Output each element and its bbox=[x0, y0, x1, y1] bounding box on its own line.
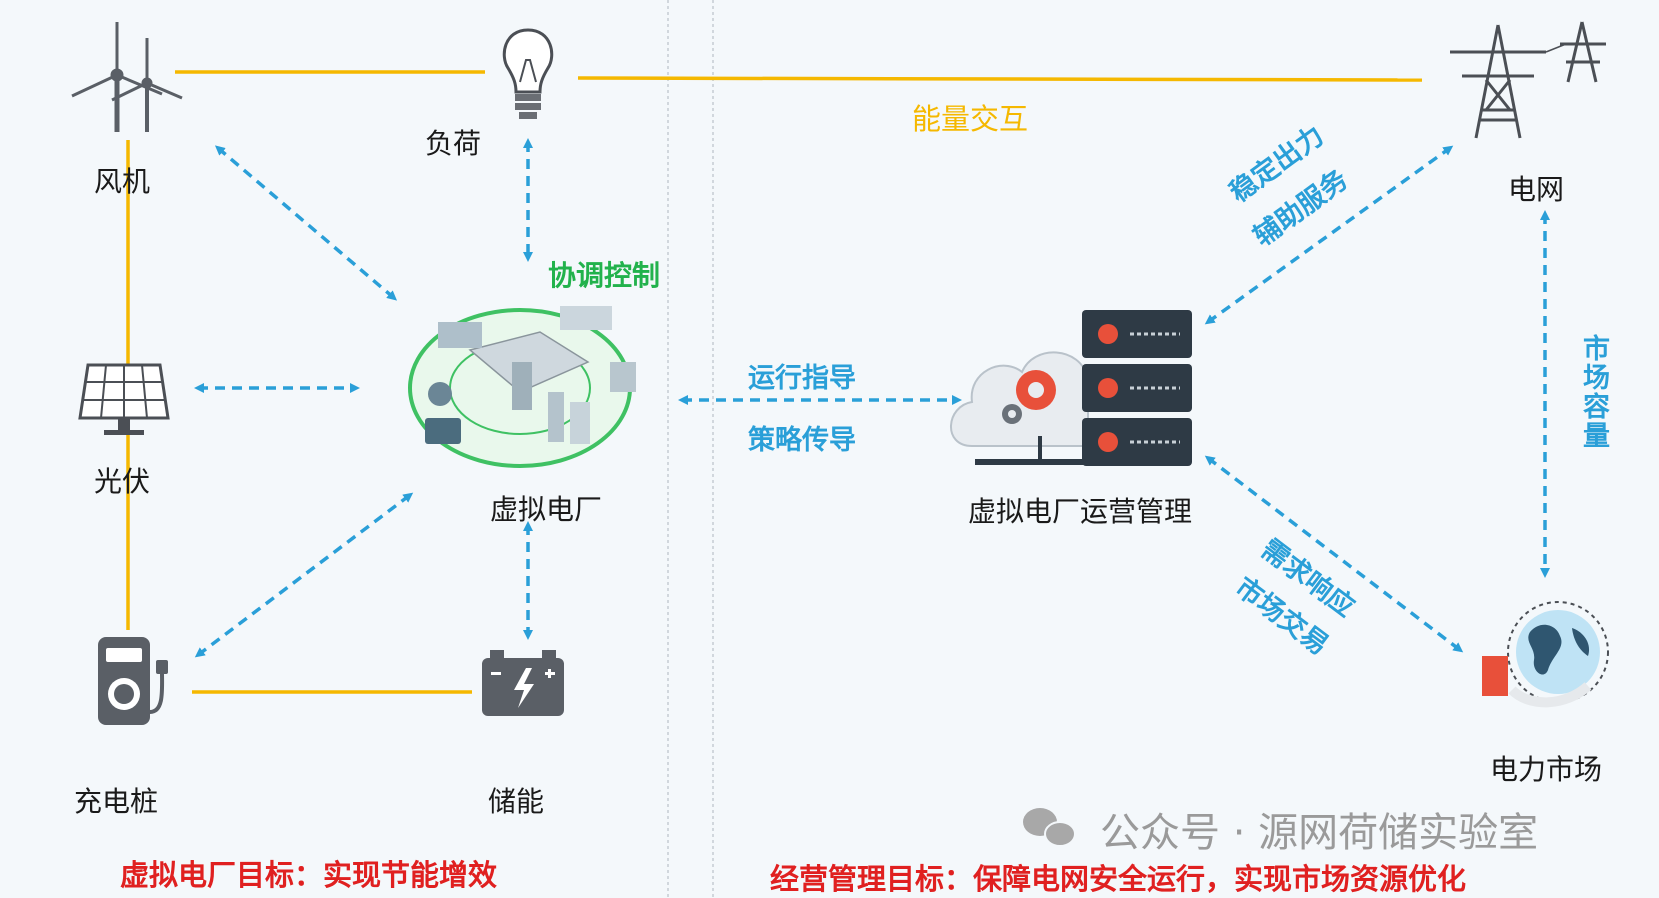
coordination-label: 协调控制 bbox=[548, 259, 661, 292]
ops-label: 虚拟电厂运营管理 bbox=[968, 495, 1193, 528]
arrow-charger-vpp bbox=[194, 492, 414, 658]
watermark-text: 公众号 · 源网荷储实验室 bbox=[1100, 810, 1539, 856]
energy-line-load-grid bbox=[577, 76, 1423, 82]
wind-turbine-icon bbox=[71, 22, 183, 132]
vpp-goal: 虚拟电厂目标：实现节能增效 bbox=[120, 858, 498, 892]
operations-server-icon bbox=[950, 310, 1192, 466]
load-label: 负荷 bbox=[425, 127, 482, 160]
strategy-transfer-label: 策略传导 bbox=[748, 425, 856, 456]
solar-label: 光伏 bbox=[94, 465, 151, 498]
arrow-wind-vpp bbox=[214, 145, 398, 301]
info-arrows bbox=[194, 138, 1550, 658]
virtual-power-plant-icon bbox=[408, 306, 636, 468]
market-capacity-label: 市场容量 bbox=[1578, 334, 1609, 450]
energy-interaction-label: 能量交互 bbox=[912, 102, 1029, 136]
wind-label: 风机 bbox=[94, 165, 151, 198]
vpp-label: 虚拟电厂 bbox=[490, 493, 603, 526]
globe-icon bbox=[1482, 601, 1609, 708]
ops-goal: 经营管理目标：保障电网安全运行，实现市场资源优化 bbox=[770, 862, 1467, 896]
transmission-tower-icon bbox=[1450, 21, 1606, 139]
charger-label: 充电桩 bbox=[74, 785, 159, 818]
market-label: 电力市场 bbox=[1490, 753, 1603, 786]
storage-label: 储能 bbox=[488, 785, 545, 818]
wechat-icon bbox=[1023, 808, 1076, 847]
bulb-icon bbox=[502, 28, 554, 119]
battery-icon bbox=[482, 650, 564, 716]
ev-charger-icon bbox=[98, 637, 168, 725]
solar-panel-icon bbox=[78, 363, 170, 435]
operation-guidance-label: 运行指导 bbox=[748, 363, 856, 394]
arrow-ops-market bbox=[1204, 455, 1464, 653]
grid-label: 电网 bbox=[1508, 173, 1565, 206]
